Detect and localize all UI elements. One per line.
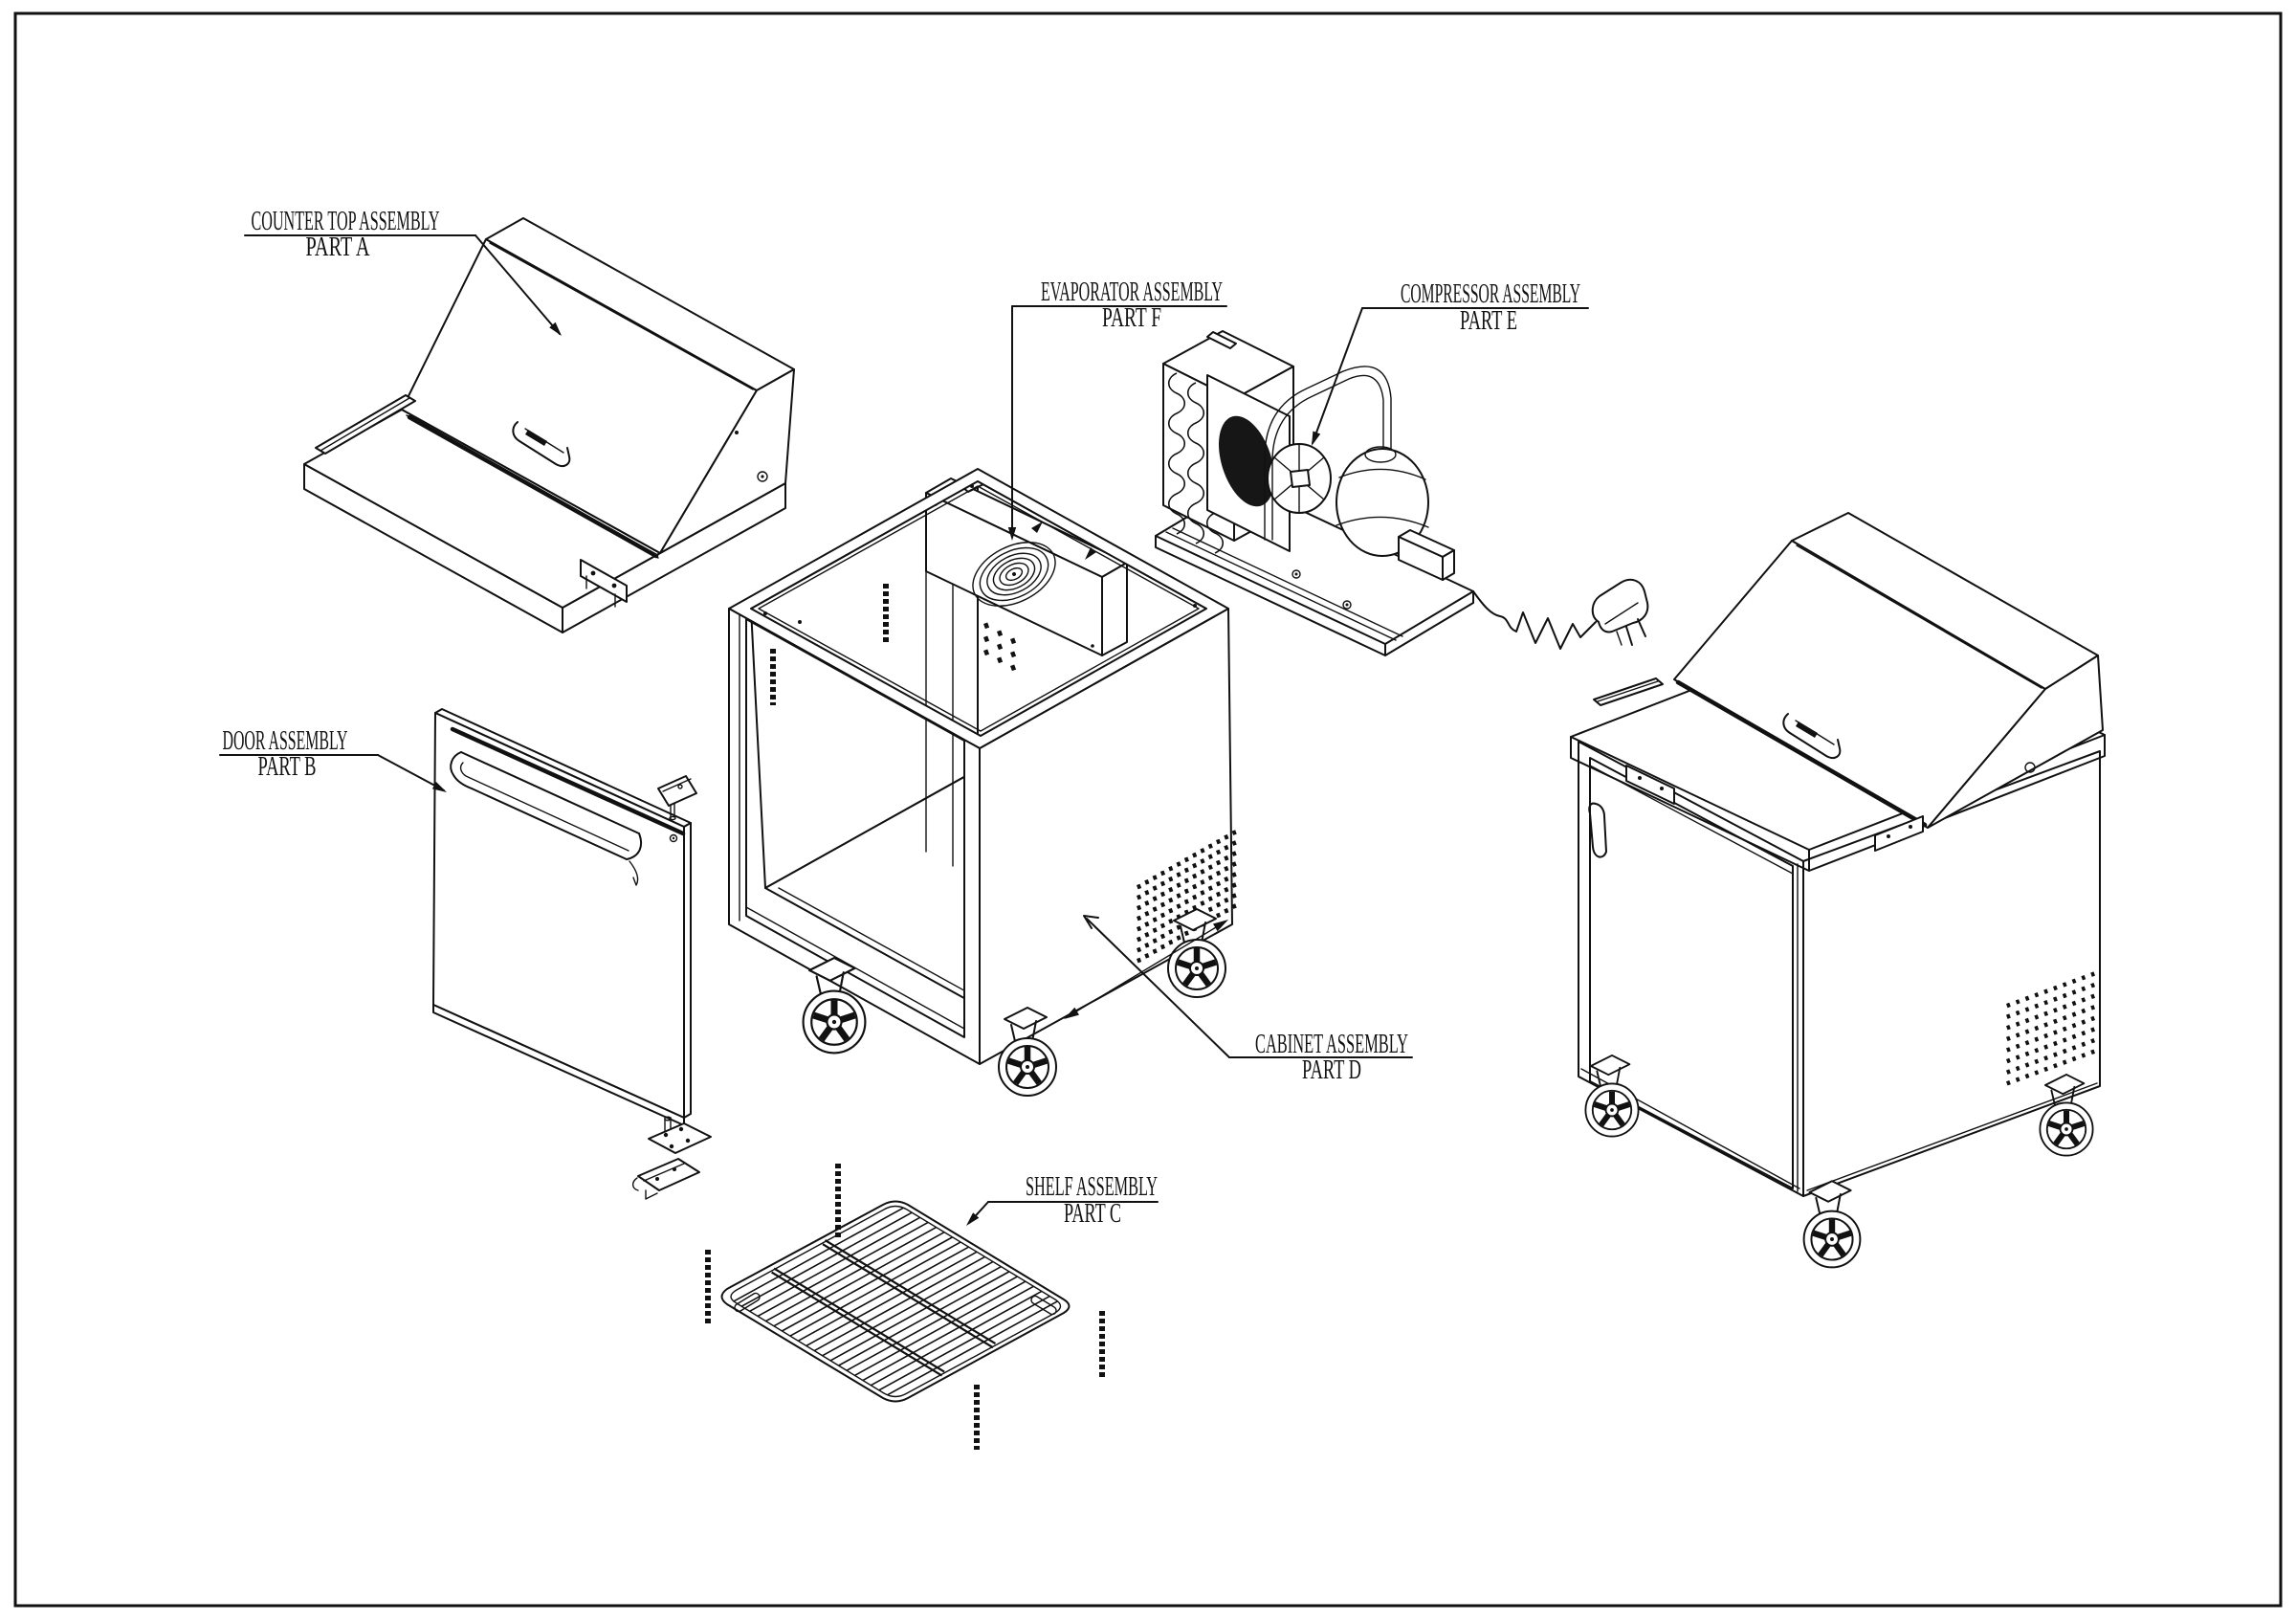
door-top-hinge <box>657 775 697 821</box>
compressor-dome <box>1336 446 1455 581</box>
assembled-unit-drawing <box>1570 512 2106 1267</box>
label-compressor: COMPRESSOR ASSEMBLY PART E <box>1312 279 1589 446</box>
evaporator-fan-spiral <box>972 542 1056 607</box>
label-door: DOOR ASSEMBLY PART B <box>219 726 447 792</box>
label-part: PART A <box>306 233 371 262</box>
compressor-assembly-drawing <box>1155 330 1649 656</box>
label-cabinet: CABINET ASSEMBLY PART D <box>1083 915 1413 1085</box>
label-title: CABINET ASSEMBLY <box>1255 1030 1408 1059</box>
label-evaporator: EVAPORATOR ASSEMBLY PART F <box>1007 278 1227 541</box>
leader-arrow <box>1312 431 1321 446</box>
label-part: PART E <box>1460 306 1517 336</box>
cabinet-vent-grid <box>1136 830 1237 964</box>
label-part: PART F <box>1102 303 1161 333</box>
shelf-assembly-drawing <box>705 1164 1105 1450</box>
leader-arrow <box>1007 527 1017 541</box>
label-title: COMPRESSOR ASSEMBLY <box>1401 279 1580 309</box>
cabinet-assembly-drawing <box>728 468 1237 1096</box>
leader-arrow <box>1083 915 1099 929</box>
power-cord-and-plug <box>1472 578 1649 650</box>
label-title: COUNTER TOP ASSEMBLY <box>252 207 440 236</box>
label-title: DOOR ASSEMBLY <box>223 726 348 756</box>
label-shelf: SHELF ASSEMBLY PART C <box>966 1172 1159 1229</box>
door-bottom-hinge <box>631 1116 712 1200</box>
label-title: SHELF ASSEMBLY <box>1026 1172 1158 1202</box>
interior-vent-slots <box>982 622 1017 672</box>
countertop-assembly-drawing <box>303 217 795 633</box>
condenser-fan <box>1206 374 1332 552</box>
unit-door-handle <box>1588 802 1607 858</box>
leader-arrow <box>431 782 447 792</box>
unit-vent-grid <box>2006 971 2096 1086</box>
door-assembly-drawing <box>432 708 712 1200</box>
label-counter-top: COUNTER TOP ASSEMBLY PART A <box>244 207 562 336</box>
evaporator-housing <box>925 477 1128 867</box>
leader-line <box>475 234 561 335</box>
leader-line <box>377 754 445 791</box>
leader-line <box>1086 918 1230 1058</box>
caster-direction-arrows <box>1064 920 1228 1019</box>
label-title: EVAPORATOR ASSEMBLY <box>1041 278 1223 307</box>
leader-arrow <box>966 1212 980 1226</box>
label-part: PART B <box>258 752 317 782</box>
leader-arrow <box>549 322 562 336</box>
shelf-wires <box>733 1207 1058 1396</box>
label-part: PART D <box>1302 1055 1361 1085</box>
label-part: PART C <box>1064 1199 1121 1229</box>
leader-line <box>1312 307 1363 444</box>
